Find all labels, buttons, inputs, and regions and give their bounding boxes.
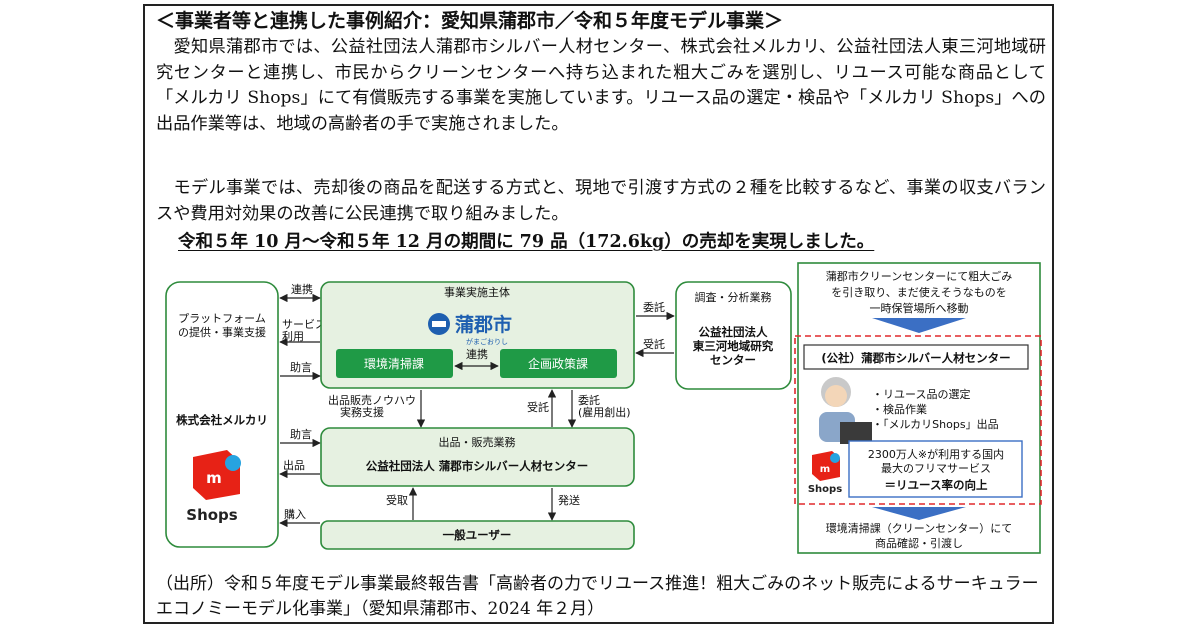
research-org-1: 公益社団法人 (699, 325, 768, 339)
users-box (320, 520, 635, 550)
label-research-itaku: 委託 (643, 300, 665, 314)
page-title: ＜事業者等と連携した事例紹介：愛知県蒲郡市／令和５年度モデル事業＞ (156, 10, 784, 32)
source-citation: （出所）令和５年度モデル事業最終報告書「高齢者の力でリユース推進！粗大ごみのネッ… (156, 574, 1039, 619)
mercari-logo-text: Shops (186, 506, 238, 524)
label-dept-link: 連携 (466, 347, 488, 361)
label-jogen-1: 助言 (290, 360, 312, 374)
dept-kikaku-seisaku-label: 企画政策課 (528, 356, 588, 371)
elderly-worker-icon (819, 377, 872, 444)
mercari-shops-small-logo-icon: m (812, 451, 840, 481)
users-label: 一般ユーザー (443, 528, 512, 542)
flow-bottom-line2: 商品確認・引渡し (875, 536, 963, 550)
dept-kankyo-seisou (336, 349, 453, 378)
city-name-kana: がまごおりし (466, 337, 508, 346)
label-service-1: サービス (282, 318, 326, 331)
label-research-jutaku: 受託 (643, 337, 665, 351)
label-knowhow-2: 実務支援 (340, 405, 384, 419)
city-name: 蒲郡市 (455, 313, 512, 336)
research-org-3: センター (710, 353, 756, 367)
flow-top-line2: を引き取り、まだ使えそうなものを (831, 285, 1007, 299)
research-box (675, 281, 792, 390)
silver-center-dashed-box (794, 335, 1042, 505)
flow-arrow-down-bottom-icon (872, 507, 966, 520)
silver-center-title: (公社）蒲郡市シルバー人材センター (821, 351, 1010, 365)
label-konyu: 購入 (284, 507, 306, 521)
mercari-shops-logo-icon: m (193, 450, 241, 500)
silver-center-title-box (803, 344, 1029, 370)
main-body-label: 事業実施主体 (444, 285, 510, 299)
result-statement: 令和５年 10 月～令和５年 12 月の期間に 79 品（172.6kg）の売却… (178, 232, 875, 252)
flow-arrow-down-top-icon (872, 318, 966, 333)
document-frame (143, 4, 1054, 624)
sales-label: 出品・販売業務 (439, 435, 516, 449)
research-label: 調査・分析業務 (695, 290, 772, 304)
bubble-line1: 2300万人※が利用する国内 (868, 447, 1004, 461)
bubble-line3: ＝リユース率の向上 (885, 478, 988, 492)
bubble-line2: 最大のフリマサービス (881, 461, 991, 475)
mercari-company-name: 株式会社メルカリ (176, 413, 268, 427)
sales-box (320, 427, 635, 487)
flow-bottom-line1: 環境清掃課（クリーンセンター）にて (826, 521, 1012, 535)
mercari-role-line1: プラットフォーム (178, 312, 266, 325)
task-inspect: ・検品作業 (872, 402, 927, 416)
gamagori-city-emblem-icon (428, 313, 450, 335)
label-knowhow-1: 出品販売ノウハウ (328, 393, 416, 407)
label-renkei: 連携 (291, 282, 313, 296)
dept-kikaku-seisaku (500, 349, 617, 378)
svg-text:m: m (206, 469, 222, 487)
research-org-2: 東三河地域研究 (693, 339, 774, 353)
dept-kankyo-seisou-label: 環境清掃課 (364, 356, 424, 371)
paragraph-1: 愛知県蒲郡市では、公益社団法人蒲郡市シルバー人材センター、株式会社メルカリ、公益… (156, 37, 1046, 134)
sales-org: 公益社団法人 蒲郡市シルバー人材センター (366, 459, 589, 473)
label-jogen-2: 助言 (290, 427, 312, 441)
label-haiso: 発送 (558, 493, 580, 507)
flow-top-line1: 蒲郡市クリーンセンターにて粗大ごみ (826, 269, 1012, 283)
task-listing: ・「メルカリShops」出品 (872, 417, 999, 431)
label-jutaku: 受託 (527, 400, 549, 414)
label-juryo: 受取 (386, 494, 408, 507)
mercari-bubble (848, 440, 1023, 498)
paragraph-2: モデル事業では、売却後の商品を配送する方式と、現地で引渡す方式の２種を比較するな… (156, 178, 1046, 224)
flow-top-line3: 一時保管場所へ移動 (870, 301, 969, 315)
label-service-2: 利用 (282, 330, 304, 343)
label-itaku-1: 委託 (578, 393, 600, 407)
mercari-role-line2: の提供・事業支援 (178, 325, 266, 339)
small-logo-text: Shops (808, 484, 842, 495)
task-select: ・リユース品の選定 (872, 387, 970, 401)
label-shuppin: 出品 (283, 458, 305, 472)
label-itaku-2: (雇用創出) (578, 405, 631, 419)
svg-text:m: m (820, 464, 830, 475)
